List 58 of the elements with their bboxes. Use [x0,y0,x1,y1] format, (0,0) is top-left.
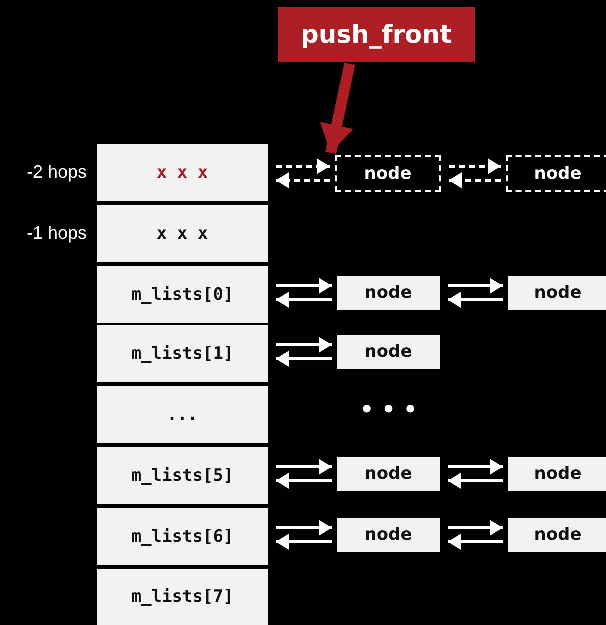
node-label: x x x [156,224,208,244]
node-label: m_lists[1] [131,344,234,364]
list-node [337,335,440,369]
arrow [448,292,503,308]
node-label: node [364,464,412,484]
arrow [276,534,332,550]
node-label: node [364,164,412,184]
node-label: node [534,164,582,184]
node-label: node [364,525,412,545]
list-node [337,457,440,491]
array-cell [97,266,268,323]
node-label: ... [167,404,198,424]
array-cell [97,569,268,625]
list-node [508,457,606,491]
arrow [448,278,503,294]
arrow [449,158,501,174]
node-label: node [534,283,582,303]
arrow [276,337,332,353]
arrow [448,534,503,550]
list-node [506,155,606,192]
list-node [508,518,606,552]
side-label: -2 hops [26,162,87,182]
arrow [448,473,503,489]
list-node [337,518,440,552]
array-cell [97,144,268,201]
arrow [276,520,332,536]
node-label: m_lists[7] [131,587,234,607]
arrow [276,278,332,294]
arrow [276,351,332,367]
arrow [449,172,501,188]
node-label: node [364,283,412,303]
arrow [276,473,332,489]
node-label: node [534,464,582,484]
array-cell [97,205,268,262]
array-cell [97,447,268,504]
list-node [337,276,440,310]
command-box [278,7,475,62]
arrow [276,292,332,308]
array-cell [97,325,268,382]
arrow [320,62,356,154]
array-cell [97,508,268,565]
node-label: m_lists[6] [131,526,234,546]
arrow [448,459,503,475]
arrow [276,158,330,174]
node-label: m_lists[5] [131,466,234,486]
node-label: push_front [300,20,452,49]
arrow [276,459,332,475]
arrow [448,520,503,536]
list-node [508,276,606,310]
node-label: x x x [156,162,208,182]
side-label: -1 hops [26,222,87,244]
ellipsis-label: • • • [360,398,418,423]
node-label: m_lists[0] [131,284,234,304]
node-label: node [534,525,582,545]
arrow [276,172,330,188]
array-cell [97,386,268,443]
node-label: node [364,342,412,362]
list-node [335,155,441,192]
